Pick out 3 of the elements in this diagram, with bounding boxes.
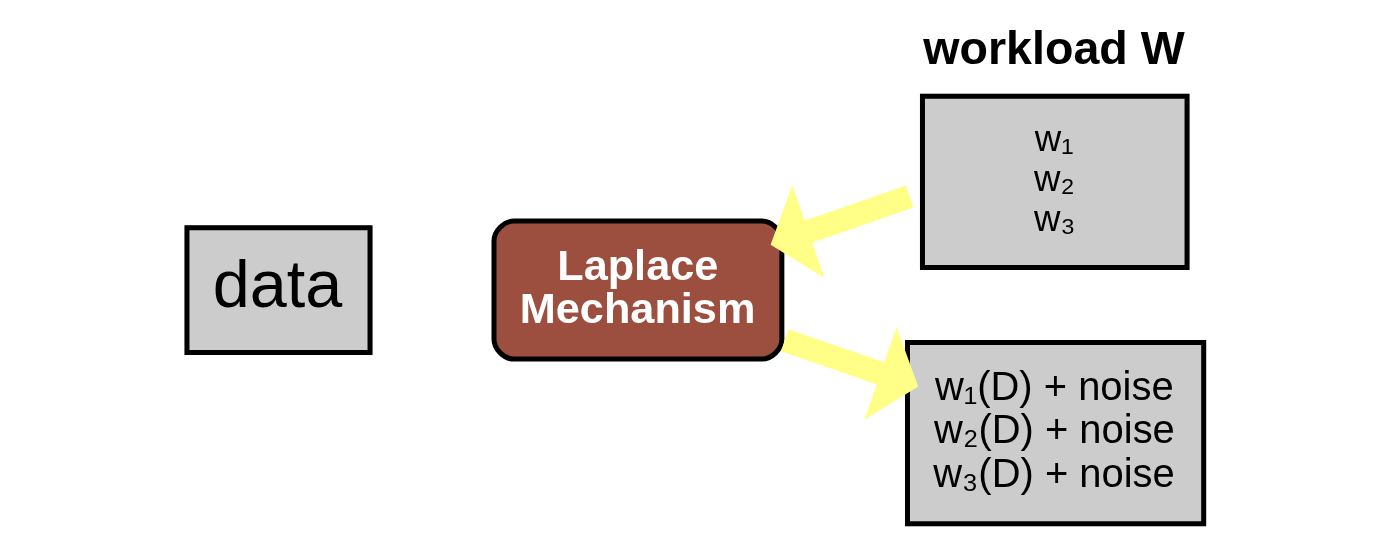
node-label: workload W xyxy=(923,22,1185,75)
arrow xyxy=(780,327,919,420)
arrow xyxy=(770,185,914,278)
